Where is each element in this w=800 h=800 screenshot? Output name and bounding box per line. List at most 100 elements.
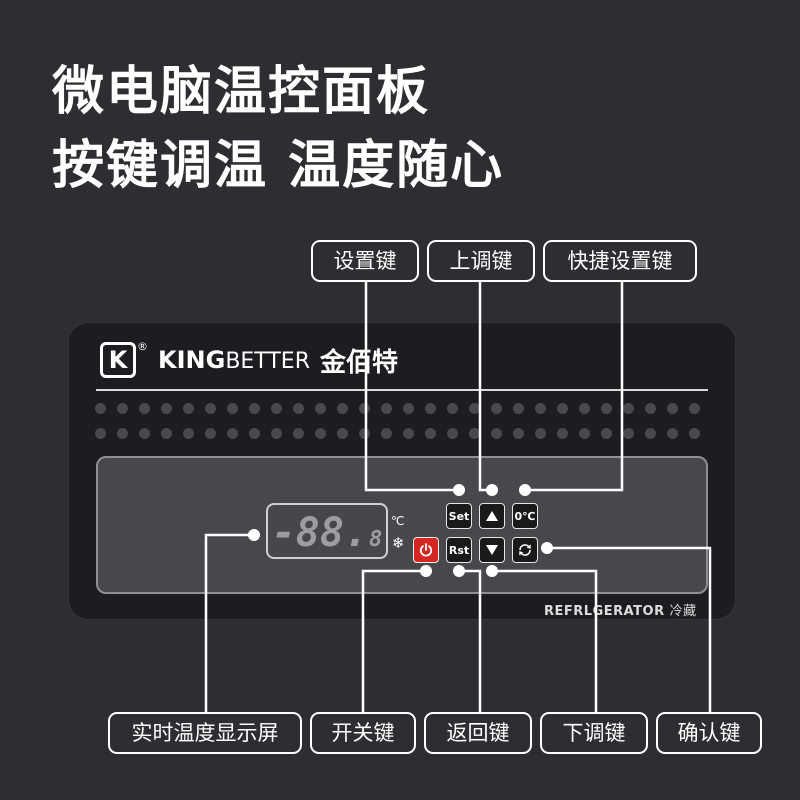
- grille-dot: [645, 403, 656, 414]
- brand-name-cn: 金佰特: [319, 347, 398, 378]
- registered-mark: ®: [137, 340, 148, 353]
- refresh-icon: [519, 544, 531, 556]
- temperature-decimal: 8: [369, 527, 383, 552]
- grille-dot: [447, 403, 458, 414]
- model-tag: REFRLGERATOR 冷藏: [544, 600, 697, 619]
- grille-dot: [249, 403, 260, 414]
- grille-dot: [447, 428, 458, 439]
- grille-dot: [557, 428, 568, 439]
- line-realtime-temp: [204, 533, 254, 712]
- model-tag-en: REFRLGERATOR: [544, 604, 665, 619]
- grille-dot: [205, 428, 216, 439]
- dot-realtime-temp: [248, 529, 260, 541]
- down-button[interactable]: [479, 537, 505, 563]
- grille-dot: [117, 403, 128, 414]
- label-return-key: 返回键: [424, 712, 532, 754]
- grille-dot: [183, 428, 194, 439]
- line-down-key: [492, 569, 598, 712]
- reset-button[interactable]: Rst: [446, 537, 472, 563]
- dot-confirm-key: [541, 542, 553, 554]
- speaker-grille: [95, 403, 715, 439]
- temperature-digits: -88.: [271, 510, 369, 556]
- grille-dot: [227, 403, 238, 414]
- grille-dot: [601, 403, 612, 414]
- grille-dot: [513, 428, 524, 439]
- up-button[interactable]: [479, 503, 505, 529]
- power-button[interactable]: [413, 537, 439, 563]
- dot-set-key: [453, 484, 465, 496]
- grille-dot: [557, 403, 568, 414]
- line-confirm-key: [547, 546, 712, 712]
- headline-line-2: 按键调温 温度随心: [52, 136, 505, 196]
- line-set-key: [364, 282, 459, 492]
- grille-dot: [359, 428, 370, 439]
- grille-dot: [161, 403, 172, 414]
- grille-dot: [95, 403, 106, 414]
- grille-dot: [403, 428, 414, 439]
- grille-dot: [139, 428, 150, 439]
- grille-dot: [579, 428, 590, 439]
- line-quick-set-key: [525, 282, 624, 492]
- snowflake-icon: ❄: [392, 534, 405, 552]
- grille-dot: [601, 428, 612, 439]
- celsius-unit: ℃: [391, 514, 405, 528]
- headline-line-1: 微电脑温控面板: [52, 62, 431, 122]
- line-up-key: [478, 282, 492, 492]
- zero-celsius-button[interactable]: 0℃: [512, 503, 538, 529]
- label-quick-set-key: 快捷设置键: [543, 240, 697, 282]
- grille-dot: [227, 428, 238, 439]
- grille-dot: [491, 428, 502, 439]
- grille-dot: [315, 403, 326, 414]
- line-power-key: [361, 569, 426, 712]
- grille-dot: [315, 428, 326, 439]
- dot-down-key: [486, 565, 498, 577]
- grille-dot: [271, 403, 282, 414]
- grille-dot: [95, 428, 106, 439]
- grille-dot: [689, 428, 700, 439]
- grille-dot: [425, 428, 436, 439]
- label-down-key: 下调键: [540, 712, 648, 754]
- confirm-button[interactable]: [512, 537, 538, 563]
- grille-dot: [249, 428, 260, 439]
- grille-dot: [205, 403, 216, 414]
- grille-dot: [667, 428, 678, 439]
- grille-dot: [139, 403, 150, 414]
- dot-power-key: [420, 565, 432, 577]
- grille-dot: [271, 428, 282, 439]
- grille-dot: [623, 403, 634, 414]
- power-icon: [419, 543, 433, 557]
- brand-name: KINGBETTER: [158, 346, 310, 374]
- grille-dot: [579, 403, 590, 414]
- grille-dot: [689, 403, 700, 414]
- grille-dot: [667, 403, 678, 414]
- grille-dot: [645, 428, 656, 439]
- arrow-down-icon: [486, 545, 498, 555]
- grille-dot: [623, 428, 634, 439]
- grille-dot: [293, 403, 304, 414]
- dot-up-key: [486, 484, 498, 496]
- label-set-key: 设置键: [311, 240, 419, 282]
- arrow-up-icon: [486, 511, 498, 521]
- brand-divider: [96, 389, 708, 391]
- grille-dot: [513, 403, 524, 414]
- grille-dot: [381, 428, 392, 439]
- grille-dot: [469, 403, 480, 414]
- label-realtime-temp: 实时温度显示屏: [108, 712, 302, 754]
- grille-dot: [403, 403, 414, 414]
- grille-dot: [359, 403, 370, 414]
- dot-quick-set-key: [519, 484, 531, 496]
- grille-dot: [425, 403, 436, 414]
- grille-dot: [381, 403, 392, 414]
- label-up-key: 上调键: [427, 240, 535, 282]
- grille-dot: [535, 428, 546, 439]
- grille-dot: [535, 403, 546, 414]
- line-return-key: [459, 569, 482, 712]
- grille-dot: [117, 428, 128, 439]
- label-power-key: 开关键: [310, 712, 416, 754]
- model-tag-cn: 冷藏: [669, 604, 697, 619]
- grille-dot: [337, 428, 348, 439]
- set-button[interactable]: Set: [446, 503, 472, 529]
- brand-k-icon: K: [100, 342, 136, 378]
- grille-dot: [491, 403, 502, 414]
